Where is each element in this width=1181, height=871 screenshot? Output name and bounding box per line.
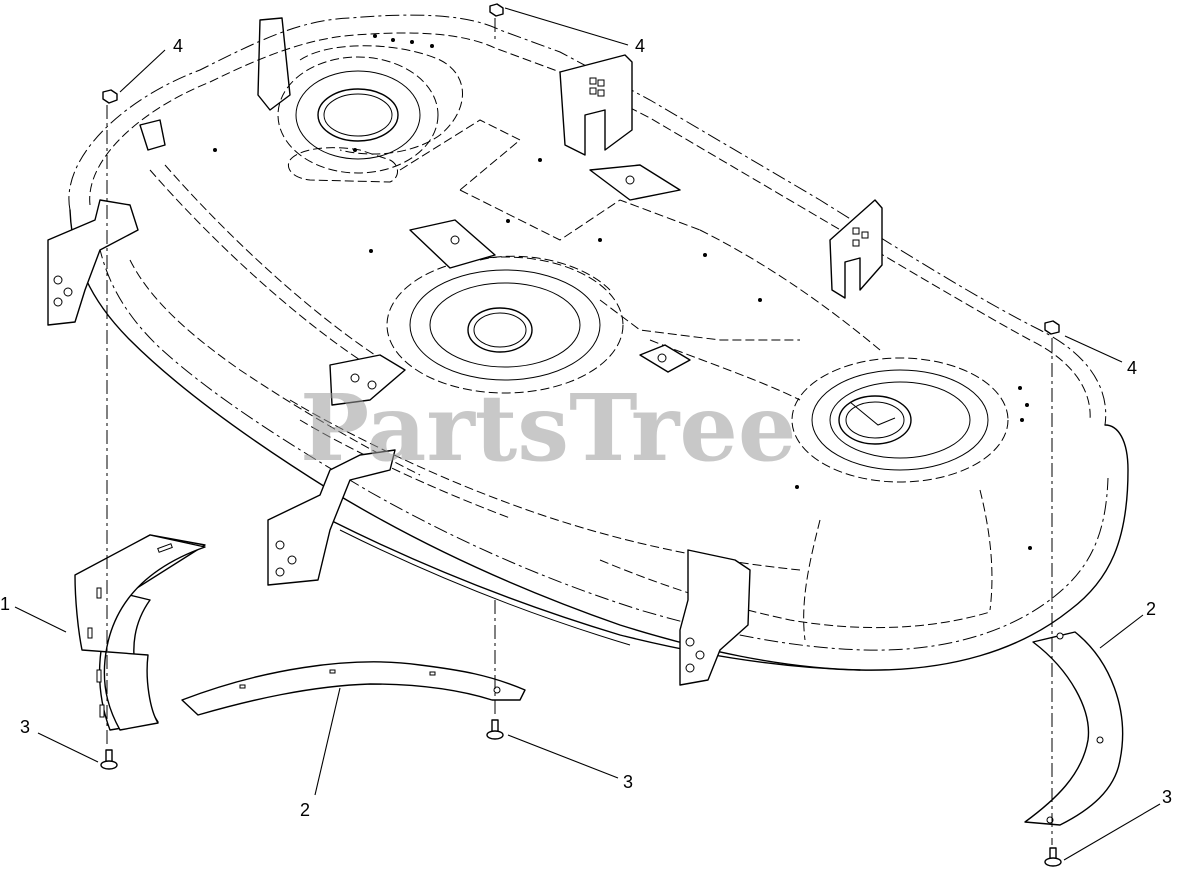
callout-4-right: 4 — [1127, 358, 1137, 378]
deck-holes — [213, 34, 1032, 550]
side-mount-plates — [47, 199, 751, 686]
spindle-right — [791, 357, 1009, 483]
callout-1: 1 — [0, 594, 10, 614]
fasteners — [100, 3, 1062, 867]
mount-plate-center — [267, 354, 406, 586]
callout-2-center: 2 — [300, 800, 310, 820]
callout-2-right: 2 — [1146, 599, 1156, 619]
hanger-bracket-right — [829, 199, 883, 299]
mount-plate-front — [679, 549, 751, 686]
callout-3-right: 3 — [1162, 787, 1172, 807]
callout-3-left: 3 — [20, 717, 30, 737]
nut-top — [489, 3, 504, 17]
callout-4-left: 4 — [173, 36, 183, 56]
nut-right — [1044, 320, 1060, 335]
mower-deck-shell — [68, 14, 1129, 671]
bolt-right — [1044, 847, 1062, 867]
deck-tab-brackets — [409, 164, 691, 373]
spindle-center — [386, 256, 624, 394]
bolt-center — [486, 719, 504, 740]
hanger-bracket-rear — [559, 54, 633, 156]
spindle-left — [277, 56, 439, 174]
baffle-part-2-right — [1024, 631, 1124, 826]
nut-left — [102, 89, 118, 104]
callout-3-center: 3 — [623, 772, 633, 792]
callouts: 4 4 4 1 2 2 3 3 3 — [0, 7, 1172, 861]
spindle-housings — [213, 34, 1032, 550]
mount-plate-left — [47, 199, 139, 326]
baffle-part-2-center — [181, 661, 526, 716]
hanger-brackets — [409, 54, 883, 373]
bolt-left — [100, 749, 118, 770]
callout-4-top: 4 — [635, 36, 645, 56]
watermark-text: PartsTree — [300, 374, 796, 482]
